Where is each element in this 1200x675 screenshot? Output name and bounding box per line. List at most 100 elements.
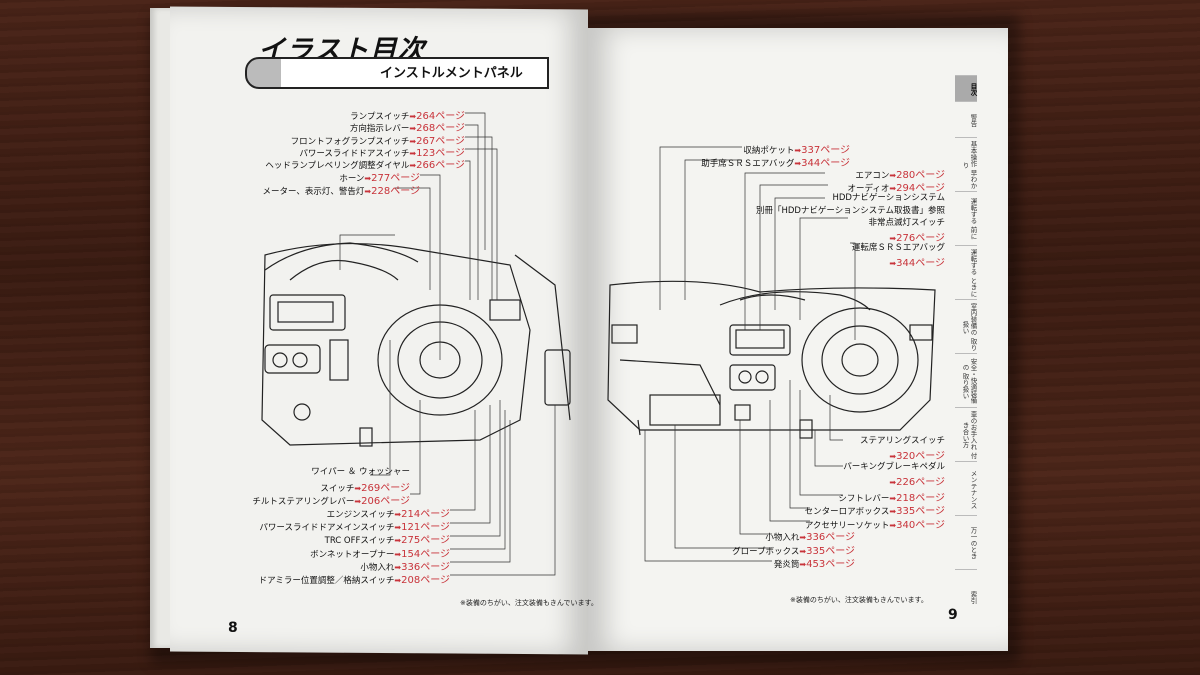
section-tab[interactable]: 基本操作 早わかり	[955, 137, 977, 192]
section-tab[interactable]: 警告	[955, 101, 977, 138]
arrow-icon: ➡	[394, 510, 402, 519]
section-tab[interactable]: 万一のとき	[955, 515, 977, 570]
callout-label: パワースライドドアメインスイッチ➡121ページ	[259, 518, 450, 533]
callout-label: 非常点滅灯スイッチ	[868, 216, 945, 228]
callout-label: メーター、表示灯、警告灯➡228ページ	[262, 182, 420, 197]
arrow-icon: ➡	[409, 148, 417, 158]
page-reference: 344ページ	[896, 257, 945, 269]
page-reference: 336ページ	[806, 532, 855, 543]
callout-label: TRC OFFスイッチ➡275ページ	[325, 531, 450, 546]
callout-text: パワースライドドアスイッチ	[299, 148, 410, 159]
page-reference: 340ページ	[896, 519, 945, 531]
right-dash-outline	[607, 280, 936, 431]
callout-text: 非常点滅灯スイッチ	[868, 218, 945, 228]
callout-label: ステアリングスイッチ	[860, 434, 945, 446]
callout-label: スイッチ➡269ページ	[320, 479, 410, 494]
arrow-icon: ➡	[889, 494, 897, 503]
page-reference: 335ページ	[806, 545, 855, 557]
left-dash-outline	[261, 243, 531, 446]
callout-text: ホーン	[339, 174, 365, 184]
section-tab[interactable]: 目次	[955, 75, 977, 102]
page-reference: 453ページ	[806, 559, 855, 570]
callout-text: スイッチ	[320, 483, 355, 494]
page-reference: 264ページ	[416, 111, 465, 122]
page-reference: 344ページ	[801, 158, 850, 169]
page-reference: 121ページ	[401, 522, 450, 534]
callout-label: 収納ポケット➡337ページ	[743, 141, 850, 156]
callout-label: 小物入れ➡336ページ	[765, 528, 855, 543]
callout-text: 小物入れ	[765, 533, 800, 543]
callout-label: 別冊「HDDナビゲーションシステム取扱書」参照	[756, 204, 945, 216]
page-reference: 268ページ	[416, 123, 465, 135]
callout-text: 収納ポケット	[743, 146, 795, 156]
arrow-icon: ➡	[889, 233, 897, 243]
page-reference: 206ページ	[361, 496, 410, 507]
callout-label: 運転席ＳＲＳエアバッグ	[852, 241, 945, 253]
page-reference: 226ページ	[896, 477, 945, 488]
callout-text: ヘッドランプレベリング調整ダイヤル	[265, 161, 410, 172]
section-tab[interactable]: 運転する 前に	[955, 191, 977, 246]
callout-text: メーター、表示灯、警告灯	[262, 187, 365, 197]
arrow-icon: ➡	[889, 183, 897, 193]
section-tab[interactable]: メンテナンス	[955, 461, 977, 516]
callout-text: フロントフォグランプスイッチ	[290, 136, 410, 147]
page-reference: 267ページ	[416, 135, 465, 147]
page-reference: 228ページ	[371, 186, 420, 197]
arrow-icon: ➡	[889, 478, 897, 487]
arrow-icon: ➡	[364, 174, 372, 183]
callout-label: オーディオ➡294ページ	[848, 179, 946, 194]
callout-text: オーディオ	[847, 183, 890, 194]
callout-label: チルトステアリングレバー➡206ページ	[252, 492, 410, 507]
callout-label: ランプスイッチ➡264ページ	[350, 107, 465, 122]
page-reference: 294ページ	[896, 182, 945, 194]
arrow-icon: ➡	[409, 136, 417, 146]
page-reference: 269ページ	[361, 482, 410, 494]
arrow-icon: ➡	[889, 507, 897, 517]
section-tab[interactable]: 索引	[955, 569, 977, 624]
arrow-icon: ➡	[409, 112, 417, 121]
callout-text: TRC OFFスイッチ	[324, 536, 395, 547]
callout-text: アクセサリーソケット	[804, 520, 890, 531]
arrow-icon: ➡	[364, 187, 372, 196]
arrow-icon: ➡	[799, 533, 807, 542]
callout-label: シフトレバー➡218ページ	[838, 489, 945, 504]
page-reference: 277ページ	[371, 173, 420, 184]
page-number-right: 9	[948, 607, 958, 623]
arrow-icon: ➡	[799, 560, 807, 569]
callout-text: センターロアボックス	[804, 507, 890, 518]
section-tab[interactable]: 室内装備の 取り扱い	[955, 299, 977, 354]
callout-text: パワースライドドアメインスイッチ	[259, 523, 395, 534]
callout-text: 小物入れ	[360, 562, 395, 573]
arrow-icon: ➡	[889, 452, 897, 461]
arrow-icon: ➡	[394, 523, 402, 533]
callout-label: ➡276ページ	[889, 229, 945, 244]
arrow-icon: ➡	[394, 549, 402, 559]
page-reference: 214ページ	[401, 509, 450, 520]
page-reference: 208ページ	[401, 575, 450, 586]
callout-label: 発炎筒➡453ページ	[774, 555, 855, 570]
callout-label: ボンネットオープナー➡154ページ	[310, 545, 450, 560]
arrow-icon: ➡	[394, 536, 402, 546]
callout-text: 助手席ＳＲＳエアバッグ	[701, 159, 795, 169]
section-tab[interactable]: 車のお手入れ 付き合い方	[955, 407, 977, 462]
page-reference: 218ページ	[896, 493, 945, 504]
section-tab[interactable]: 安全・快適装備の 取り扱い	[955, 353, 977, 408]
callout-label: ➡344ページ	[889, 254, 945, 269]
section-tab[interactable]: 運転する ときに	[955, 245, 977, 300]
page-reference: 266ページ	[416, 160, 465, 172]
callout-text: HDDナビゲーションシステム	[832, 193, 945, 203]
arrow-icon: ➡	[354, 483, 362, 493]
callout-label: エアコン➡280ページ	[855, 166, 945, 181]
callout-text: エアコン	[855, 171, 890, 181]
right-page	[588, 28, 1008, 651]
callout-label: ドアミラー位置調整／格納スイッチ➡208ページ	[259, 571, 450, 586]
page-reference: 123ページ	[416, 147, 465, 159]
callout-label: ホーン➡277ページ	[339, 169, 420, 184]
left-note: ※装備のちがい、注文装備もきんでいます。	[460, 599, 598, 607]
arrow-icon: ➡	[409, 124, 417, 134]
callout-text: 方向指示レバー	[349, 124, 410, 135]
page-reference: 335ページ	[896, 506, 945, 518]
callout-label: エンジンスイッチ➡214ページ	[327, 505, 450, 520]
right-steering-wheel	[801, 307, 919, 413]
